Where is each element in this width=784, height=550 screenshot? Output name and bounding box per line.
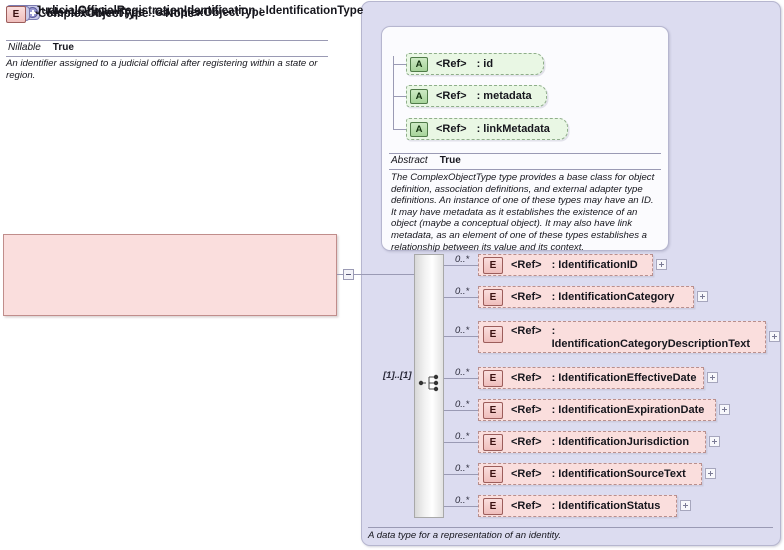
nillable-row: Nillable True [6,40,328,57]
base-type-title: ComplexObjectType : <None> [38,7,201,20]
base-type-details: Abstract True The ComplexObjectType type… [389,153,661,253]
attribute-badge-icon: A [410,88,428,104]
element-badge-icon: E [483,466,503,483]
complex-type-footer-documentation: A data type for a representation of an i… [368,527,773,541]
attribute-badge-icon: A [410,121,428,137]
element-ref-row[interactable]: E <Ref> : IdentificationJurisdiction [478,431,706,453]
element-badge-icon: E [483,370,503,387]
plus-box-icon[interactable] [656,259,667,270]
root-element-box[interactable] [3,234,337,316]
complex-type-title: IdentificationType : ComplexObjectType [47,6,266,19]
root-element-header: E JudicialOfficialRegistrationIdentifica… [6,5,780,23]
nillable-key: Nillable [8,42,41,53]
element-name: : IdentificationExpirationDate [551,403,705,416]
element-ref-label: <Ref> [511,291,542,303]
plus-box-icon[interactable] [707,372,718,383]
collapse-toggle-icon[interactable] [343,269,354,280]
element-name: : IdentificationID [551,258,638,271]
element-cardinality: 0..* [455,325,470,336]
attribute-badge-icon: A [410,56,428,72]
attribute-ref-label: <Ref> [436,123,467,135]
element-ref-row[interactable]: E <Ref> : IdentificationCategoryDescript… [478,321,766,353]
sequence-compositor-box[interactable] [414,254,444,518]
attr-tree-branch [393,96,406,97]
element-name: : IdentificationJurisdiction [551,435,690,448]
element-cardinality: 0..* [455,431,470,442]
element-ref-row[interactable]: E <Ref> : IdentificationStatus [478,495,677,517]
nillable-value: True [52,42,74,53]
plus-box-icon[interactable] [705,468,716,479]
branch-line [444,297,478,298]
root-element-documentation: An identifier assigned to a judicial off… [6,58,318,81]
branch-line [444,265,478,266]
element-ref-row[interactable]: E <Ref> : IdentificationCategory [478,286,694,308]
element-cardinality: 0..* [455,495,470,506]
attribute-name: : id [476,58,494,70]
root-element-title: JudicialOfficialRegistrationIdentificati… [35,5,364,17]
branch-line [444,378,478,379]
plus-box-icon[interactable] [709,436,720,447]
element-ref-label: <Ref> [511,468,542,480]
attr-tree-branch [393,129,406,130]
attribute-name: : linkMetadata [476,123,550,135]
element-ref-row[interactable]: E <Ref> : IdentificationEffectiveDate [478,367,704,389]
attribute-row[interactable]: A <Ref> : metadata [406,85,547,107]
element-ref-label: <Ref> [511,500,542,512]
element-cardinality: 0..* [455,254,470,265]
sequence-compositor-icon [418,374,439,392]
element-badge-icon: E [483,434,503,451]
attribute-name: : metadata [476,90,532,102]
branch-line [444,506,478,507]
element-ref-label: <Ref> [511,436,542,448]
element-cardinality: 0..* [455,286,470,297]
element-name: : IdentificationCategoryDescriptionText [551,325,751,350]
plus-box-icon[interactable] [769,331,780,342]
element-name: : IdentificationEffectiveDate [551,371,697,384]
attribute-row[interactable]: A <Ref> : linkMetadata [406,118,568,140]
element-badge-icon: E [483,326,503,343]
plus-box-icon[interactable] [697,291,708,302]
branch-line [444,474,478,475]
branch-line [444,410,478,411]
element-badge-icon: E [483,498,503,515]
abstract-value: True [439,155,461,166]
element-badge-icon: E [483,289,503,306]
attr-tree-trunk [393,56,394,130]
plus-box-icon[interactable] [680,500,691,511]
branch-line [444,442,478,443]
element-badge-icon: E [483,257,503,274]
element-name: : IdentificationSourceText [551,467,686,480]
element-cardinality: 0..* [455,399,470,410]
element-ref-row[interactable]: E <Ref> : IdentificationID [478,254,653,276]
attribute-ref-label: <Ref> [436,90,467,102]
sequence-cardinality: [1]..[1] [383,370,412,381]
element-cardinality: 0..* [455,463,470,474]
abstract-key: Abstract [391,155,428,166]
element-ref-label: <Ref> [511,404,542,416]
element-badge-icon: E [6,6,26,23]
plus-box-icon[interactable] [719,404,730,415]
element-ref-label: <Ref> [511,372,542,384]
attribute-ref-label: <Ref> [436,58,467,70]
connector-line [337,274,344,275]
branch-line [444,336,478,337]
element-badge-icon: E [483,402,503,419]
element-cardinality: 0..* [455,367,470,378]
element-name: : IdentificationCategory [551,290,675,303]
element-ref-row[interactable]: E <Ref> : IdentificationSourceText [478,463,702,485]
base-type-documentation: The ComplexObjectType type provides a ba… [391,172,655,253]
element-ref-label: <Ref> [511,259,542,271]
abstract-row: Abstract True [389,153,661,170]
attribute-row[interactable]: A <Ref> : id [406,53,544,75]
element-ref-row[interactable]: E <Ref> : IdentificationExpirationDate [478,399,716,421]
element-name: : IdentificationStatus [551,499,661,512]
connector-line [354,274,414,275]
attr-tree-branch [393,64,406,65]
element-ref-label: <Ref> [511,325,542,337]
